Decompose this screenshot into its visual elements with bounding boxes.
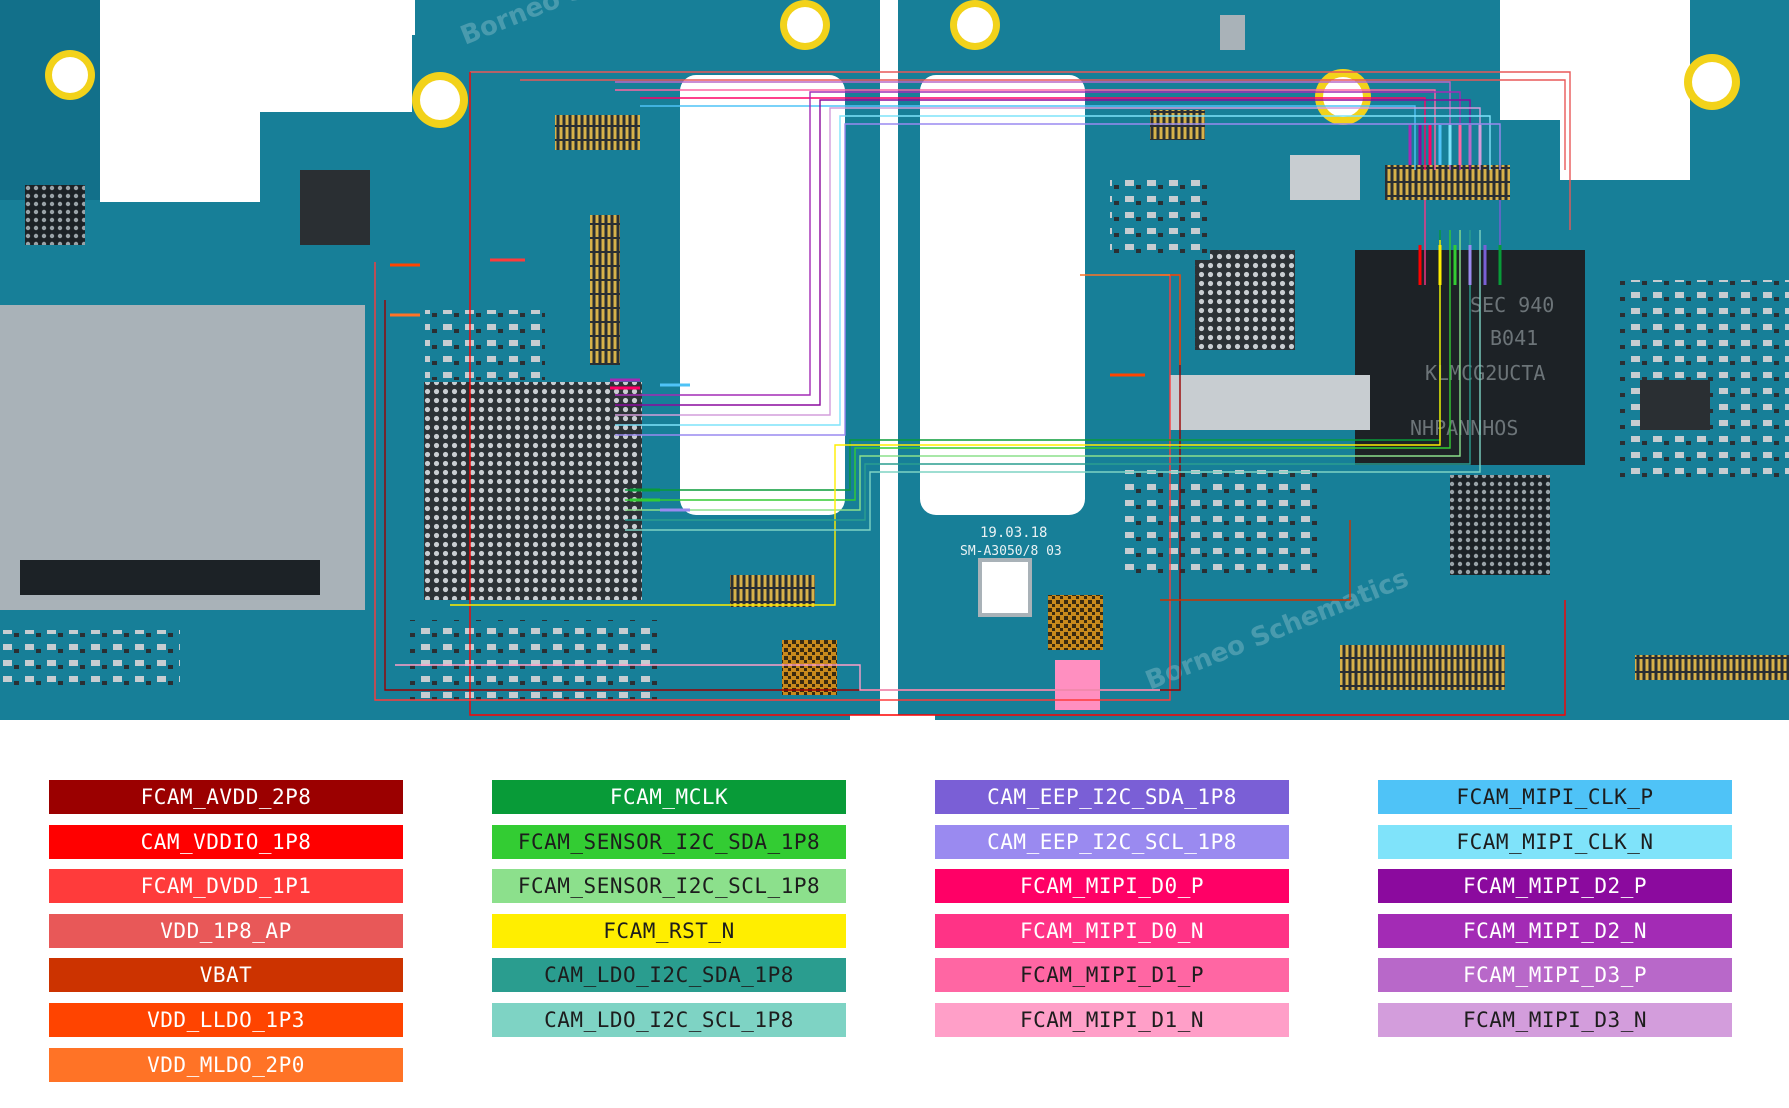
connector-pin-flags — [390, 125, 1502, 512]
legend-item-fcam-mipi-d1-n: FCAM_MIPI_D1_N — [935, 1002, 1289, 1037]
top-connector — [555, 115, 640, 150]
legend-item-cam-ldo-i2c-scl-1p8: CAM_LDO_I2C_SCL_1P8 — [492, 1002, 846, 1037]
legend-item-fcam-mipi-d1-p: FCAM_MIPI_D1_P — [935, 958, 1289, 993]
left-board — [0, 0, 880, 720]
chip-text-4: NHPANNHOS — [1410, 416, 1518, 440]
chip-text-2: B041 — [1490, 326, 1538, 350]
pmic-bga — [1195, 250, 1295, 350]
legend-item-fcam-sensor-i2c-scl-1p8: FCAM_SENSOR_I2C_SCL_1P8 — [492, 869, 846, 904]
legend-item-cam-eep-i2c-sda-1p8: CAM_EEP_I2C_SDA_1P8 — [935, 780, 1289, 814]
right-cutout — [920, 75, 1085, 515]
bottom-right-connector — [1340, 645, 1505, 690]
flash-led — [978, 558, 1032, 617]
sim-tray-shield — [0, 305, 365, 610]
fcam-connector — [1385, 165, 1510, 200]
ap-bga — [424, 382, 642, 600]
legend-item-fcam-mipi-d3-n: FCAM_MIPI_D3_N — [1378, 1002, 1732, 1037]
board-marking-date: 19.03.18 — [980, 525, 1047, 541]
board-marking-model: SM-A3050/8 03 — [960, 544, 1062, 559]
legend-item-fcam-sensor-i2c-sda-1p8: FCAM_SENSOR_I2C_SDA_1P8 — [492, 824, 846, 859]
right-board — [898, 0, 1789, 720]
legend-item-vbat: VBAT — [49, 958, 403, 993]
ic-l7eon — [300, 170, 370, 245]
chip-text-1: SEC 940 — [1470, 293, 1554, 317]
legend-item-fcam-avdd-2p8: FCAM_AVDD_2P8 — [49, 780, 403, 814]
legend-item-vdd-lldo-1p3: VDD_LLDO_1P3 — [49, 1002, 403, 1037]
legend-item-fcam-mipi-d2-n: FCAM_MIPI_D2_N — [1378, 913, 1732, 948]
bottom-connector — [730, 575, 815, 607]
legend-item-cam-vddio-1p8: CAM_VDDIO_1P8 — [49, 824, 403, 859]
legend-item-fcam-mipi-d2-p: FCAM_MIPI_D2_P — [1378, 869, 1732, 904]
legend-item-vdd-mldo-2p0: VDD_MLDO_2P0 — [49, 1047, 403, 1082]
legend-item-vdd-1p8-ap: VDD_1P8_AP — [49, 913, 403, 948]
legend-item-fcam-mipi-d0-n: FCAM_MIPI_D0_N — [935, 913, 1289, 948]
legend-item-cam-eep-i2c-scl-1p8: CAM_EEP_I2C_SCL_1P8 — [935, 824, 1289, 859]
legend-item-fcam-mipi-d3-p: FCAM_MIPI_D3_P — [1378, 958, 1732, 993]
legend-item-cam-ldo-i2c-sda-1p8: CAM_LDO_I2C_SDA_1P8 — [492, 958, 846, 993]
legend-column-4: FCAM_MIPI_CLK_P FCAM_MIPI_CLK_N FCAM_MIPI_… — [1378, 780, 1732, 1048]
vertical-connector — [590, 215, 620, 365]
legend-item-fcam-mipi-d0-p: FCAM_MIPI_D0_P — [935, 869, 1289, 904]
small-bga — [1450, 475, 1550, 575]
legend-item-fcam-rst-n: FCAM_RST_N — [492, 913, 846, 948]
legend-item-fcam-mipi-clk-n: FCAM_MIPI_CLK_N — [1378, 824, 1732, 859]
legend-item-fcam-mipi-clk-p: FCAM_MIPI_CLK_P — [1378, 780, 1732, 814]
legend-item-fcam-mclk: FCAM_MCLK — [492, 780, 846, 814]
chip-text-3: KLMCG2UCTA — [1425, 361, 1545, 385]
qr-left — [782, 640, 837, 695]
legend-item-fcam-dvdd-1p1: FCAM_DVDD_1P1 — [49, 869, 403, 904]
qr-right — [1048, 595, 1103, 650]
pcb-board-diagram: 19.03.18 SM-A3050/8 03 SEC 940 B041 KLMC… — [0, 0, 1789, 720]
